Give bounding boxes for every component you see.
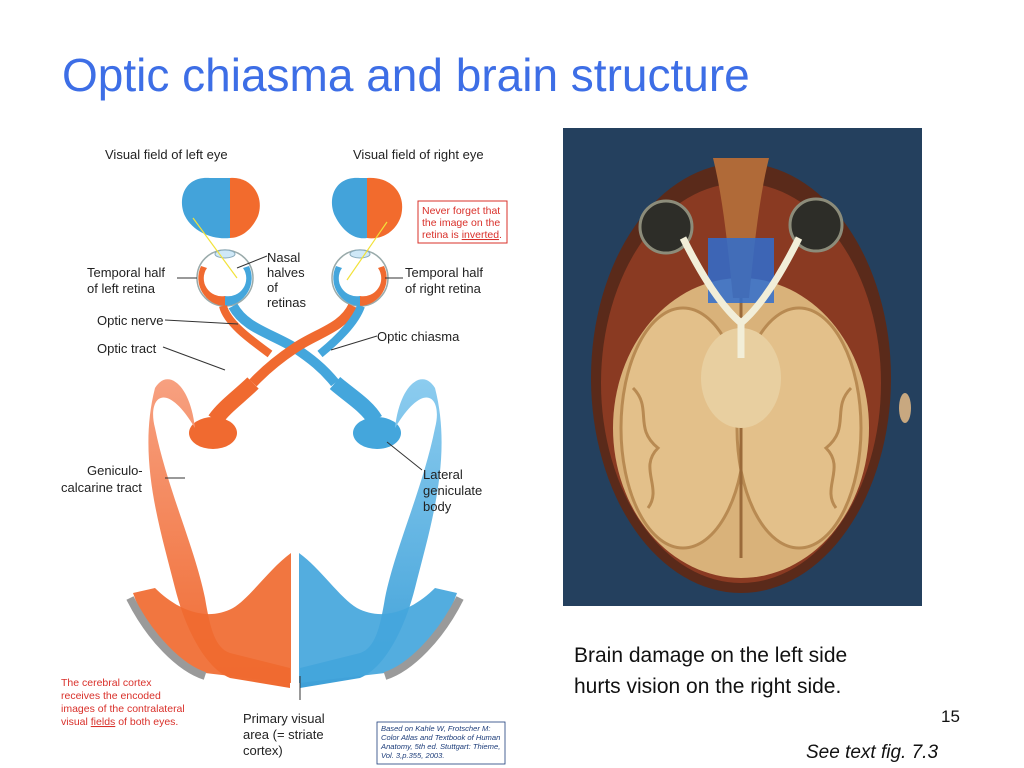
visual-field-left-label: Visual field of left eye — [105, 147, 228, 162]
optic-pathway — [208, 303, 382, 425]
inverted-note-line1: Never forget that — [422, 205, 500, 217]
left-visual-cortex — [133, 553, 291, 683]
caption: Brain damage on the left side hurts visi… — [574, 640, 974, 702]
temporal-right-label-1: Temporal half — [405, 265, 483, 280]
left-lgn — [189, 417, 237, 449]
figure-reference: See text fig. 7.3 — [806, 742, 939, 763]
left-cortex-gray — [126, 596, 207, 680]
source-line-4: Vol. 3,p.355, 2003. — [381, 751, 444, 760]
geniculo-label-2: calcarine tract — [61, 480, 142, 495]
primary-visual-label-2: area (= striate — [243, 727, 324, 742]
optic-nerve-label: Optic nerve — [97, 313, 163, 328]
cortex-note-1: The cerebral cortex — [61, 677, 152, 689]
left-eye — [192, 217, 254, 307]
cortex-note-4: visual fields of both eyes. — [61, 716, 178, 728]
left-visual-field — [182, 177, 260, 239]
leader-lines — [162, 255, 423, 700]
source-box — [376, 721, 506, 765]
brain-section-svg — [563, 128, 922, 606]
cortex-note-2: receives the encoded — [61, 690, 161, 702]
lateral-label-1: Lateral — [423, 467, 463, 482]
page-number: 15 — [941, 707, 960, 726]
source-line-2: Color Atlas and Textbook of Human — [381, 733, 500, 742]
lateral-label-2: geniculate — [423, 483, 482, 498]
visual-pathway-svg: Visual field of left eye Visual field of… — [61, 147, 508, 765]
caption-line-2: hurts vision on the right side. — [574, 675, 842, 698]
optic-chiasma-label: Optic chiasma — [377, 329, 460, 344]
caption-line-1: Brain damage on the left side — [574, 644, 848, 667]
slide-title: Optic chiasma and brain structure — [62, 49, 750, 101]
source-line-1: Based on Kahle W, Frotscher M: — [381, 724, 490, 733]
right-visual-field — [332, 177, 403, 239]
temporal-left-label-2: of left retina — [87, 281, 156, 296]
primary-visual-label-3: cortex) — [243, 743, 283, 758]
temporal-right-label-2: of right retina — [405, 281, 482, 296]
nasal-label-2: halves — [267, 265, 305, 280]
nasal-label-3: of — [267, 280, 278, 295]
inverted-note-box — [417, 200, 508, 244]
brain-section-image — [563, 128, 922, 606]
right-visual-cortex — [299, 553, 457, 683]
optic-tract-label: Optic tract — [97, 341, 157, 356]
nasal-label-1: Nasal — [267, 250, 300, 265]
lateral-label-3: body — [423, 499, 452, 514]
primary-visual-label-1: Primary visual — [243, 711, 325, 726]
visual-pathway-diagram: Visual field of left eye Visual field of… — [55, 128, 515, 766]
right-lgn — [353, 417, 401, 449]
cortex-note-3: images of the contralateral — [61, 703, 185, 715]
visual-field-right-label: Visual field of right eye — [353, 147, 484, 162]
inverted-note-line2: the image on the — [422, 217, 500, 229]
inverted-note-line3: retina is inverted. — [422, 229, 502, 241]
nasal-label-4: retinas — [267, 295, 307, 310]
temporal-left-label-1: Temporal half — [87, 265, 165, 280]
right-cortex-gray — [383, 596, 464, 680]
geniculo-label-1: Geniculo- — [87, 463, 143, 478]
source-line-3: Anatomy, 5th ed. Stuttgart: Thieme, — [380, 742, 500, 751]
